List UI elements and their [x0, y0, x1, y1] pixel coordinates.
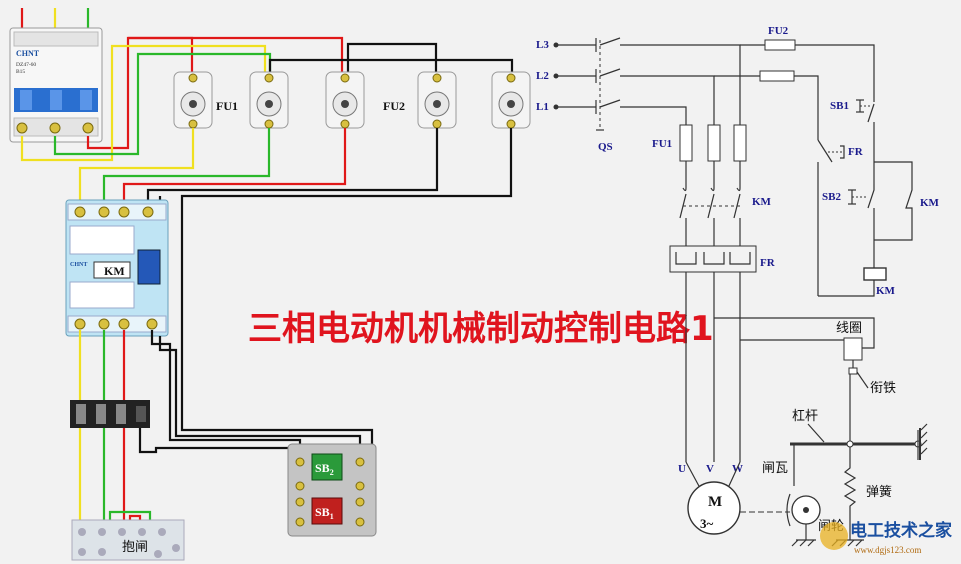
wire-black-fu2-sb	[180, 128, 513, 450]
wire-red-brake	[128, 514, 142, 522]
motor-m: M	[708, 494, 722, 510]
label-w: W	[732, 463, 743, 475]
brake-label: 抱闸	[122, 539, 148, 555]
label-sb1: SB1	[830, 100, 849, 112]
fuse-fu2-a	[417, 71, 457, 129]
label-qs: QS	[598, 141, 613, 153]
schematic: L3 L2 L1 QS FU2 FU1 KM	[536, 25, 940, 547]
motor: M 3~	[687, 481, 741, 535]
sb1-sub: 1	[330, 512, 334, 521]
svg-text:SB1: SB1	[315, 505, 334, 521]
fuse-fu2-b	[491, 71, 531, 129]
label-km-aux: KM	[920, 197, 940, 209]
label-armature: 衔铁	[870, 381, 896, 396]
fuse-fu1-c	[325, 71, 365, 129]
label-spring: 弹簧	[866, 484, 892, 500]
label-coil: 线圈	[836, 321, 862, 336]
label-l3: L3	[536, 39, 549, 51]
wire-yellow-to-fu1	[20, 44, 267, 162]
breaker-rating: B15	[16, 69, 25, 75]
circuit-breaker: CHNT DZ47-60 B15	[9, 27, 103, 143]
fu1-label: FU1	[216, 99, 238, 113]
watermark-site: 电工技术之家	[850, 520, 952, 540]
label-brake-shoe: 闸瓦	[762, 461, 788, 476]
contactor-label: KM	[104, 264, 125, 278]
sb1-stop-button[interactable]: SB1	[311, 497, 343, 525]
wire-black-fu2a	[346, 42, 438, 72]
diagram-title: 三相电动机机械制动控制电路1	[248, 309, 714, 349]
label-sb2: SB2	[822, 191, 841, 203]
wire-green-to-fu1	[53, 52, 272, 156]
fuse-fu1-b	[249, 71, 289, 129]
wire-black-fu2b	[268, 58, 514, 72]
wire-black-fu2-km	[146, 128, 439, 206]
label-fr-ctrl: FR	[848, 146, 864, 158]
thermal-relay-fr	[70, 400, 150, 428]
wire-black-km-sb2	[158, 336, 362, 462]
contactor-brand: CHNT	[70, 262, 87, 268]
label-u: U	[678, 463, 686, 475]
sb2-start-button[interactable]: SB2	[311, 453, 343, 481]
wiring-panel: CHNT DZ47-60 B15	[9, 8, 531, 561]
sb2-sub: 2	[330, 468, 334, 477]
motor-3phase: 3~	[700, 516, 714, 531]
label-lever: 杠杆	[792, 408, 818, 424]
fuse-fu1-a	[173, 71, 213, 129]
label-fu2-schematic: FU2	[768, 25, 789, 37]
wire-green-brake	[108, 510, 152, 522]
label-km-coil: KM	[876, 285, 896, 297]
pushbutton-station	[287, 443, 377, 537]
label-l2: L2	[536, 70, 549, 82]
label-km-main: KM	[752, 196, 772, 208]
label-v: V	[706, 463, 714, 475]
contactor-km: CHNT KM	[65, 199, 169, 337]
fu2-label: FU2	[383, 99, 405, 113]
breaker-model: DZ47-60	[16, 62, 36, 68]
sb2-label: SB	[315, 461, 330, 475]
terminal-block	[71, 519, 185, 561]
sb1-label: SB	[315, 505, 330, 519]
watermark-url: www.dgjs123.com	[854, 545, 921, 555]
wire-black-fr-sb	[138, 428, 300, 454]
breaker-brand: CHNT	[16, 49, 40, 58]
label-fr-main: FR	[760, 257, 776, 269]
wire-red-fu1-km	[122, 128, 347, 206]
svg-text:SB2: SB2	[315, 461, 334, 477]
watermark: 电工技术之家 www.dgjs123.com	[820, 520, 952, 555]
label-fu1-schematic: FU1	[652, 138, 672, 150]
label-l1: L1	[536, 101, 549, 113]
wire-red-to-fu1	[86, 36, 194, 150]
wire-green-fu1-km	[102, 128, 271, 206]
wire-yellow-fu1-km	[78, 128, 195, 206]
